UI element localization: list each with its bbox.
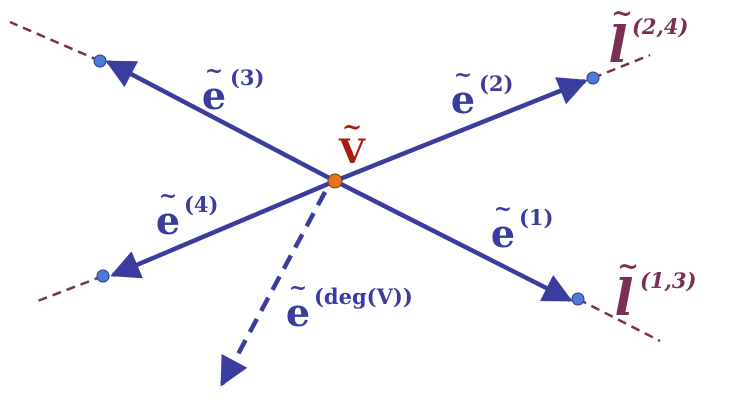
edge-1-label-text: e <box>491 211 515 256</box>
edge-deg-arrow <box>220 190 327 387</box>
edge-2-arrow <box>334 77 588 184</box>
edge-4-superscript: (4) <box>184 192 218 217</box>
edge-2-label-text: e <box>451 77 475 122</box>
edge-4-tilde: ~ <box>159 183 177 209</box>
line-24-label-text: l <box>609 15 628 74</box>
line-24-label: l ~ (2,4) <box>609 0 689 74</box>
edge-deg-superscript: (deg(V)) <box>314 284 413 309</box>
edge-3-label-text: e <box>202 73 226 118</box>
vertex-tilde: ~ <box>342 112 362 141</box>
edge-2-superscript: (2) <box>479 71 513 96</box>
endpoint-edge-4 <box>96 269 110 283</box>
vertex-label-text: V <box>338 132 366 172</box>
line-13-label-text: l <box>615 268 634 327</box>
edge-4-label: e ~ (4) <box>156 183 219 243</box>
edge-3-tilde: ~ <box>205 58 223 84</box>
edge-3-label: e ~ (3) <box>202 58 265 118</box>
edge-4-arrow <box>110 178 336 279</box>
line-13-extension-left <box>34 274 104 304</box>
vertex-label: V ~ <box>338 112 366 172</box>
edge-1-tilde: ~ <box>494 196 512 222</box>
endpoint-edge-1 <box>571 292 585 306</box>
line-24-extension-left <box>9 20 101 63</box>
edge-deg-label: e ~ (deg(V)) <box>286 275 413 335</box>
line-13-extension-right <box>577 297 661 343</box>
endpoint-edge-2 <box>586 71 600 85</box>
edge-deg-tilde: ~ <box>289 275 307 301</box>
edge-3-superscript: (3) <box>230 65 264 90</box>
line-24-tilde: ~ <box>611 0 633 29</box>
endpoint-edge-3 <box>93 54 107 68</box>
edge-1-superscript: (1) <box>519 205 553 230</box>
edge-2-tilde: ~ <box>454 62 472 88</box>
edge-1-arrow <box>333 178 573 303</box>
edge-2-label: e ~ (2) <box>451 62 514 122</box>
line-13-superscript: (1,3) <box>640 268 696 293</box>
edge-4-label-text: e <box>156 198 180 243</box>
vertex-node <box>327 173 343 189</box>
line-24-superscript: (2,4) <box>632 14 688 39</box>
edge-1-label: e ~ (1) <box>491 196 554 256</box>
line-24-extension-right <box>592 53 651 80</box>
edge-deg-label-text: e <box>286 290 310 335</box>
line-13-label: l ~ (1,3) <box>615 252 697 327</box>
line-13-tilde: ~ <box>617 252 639 282</box>
edge-3-arrow <box>105 60 337 183</box>
